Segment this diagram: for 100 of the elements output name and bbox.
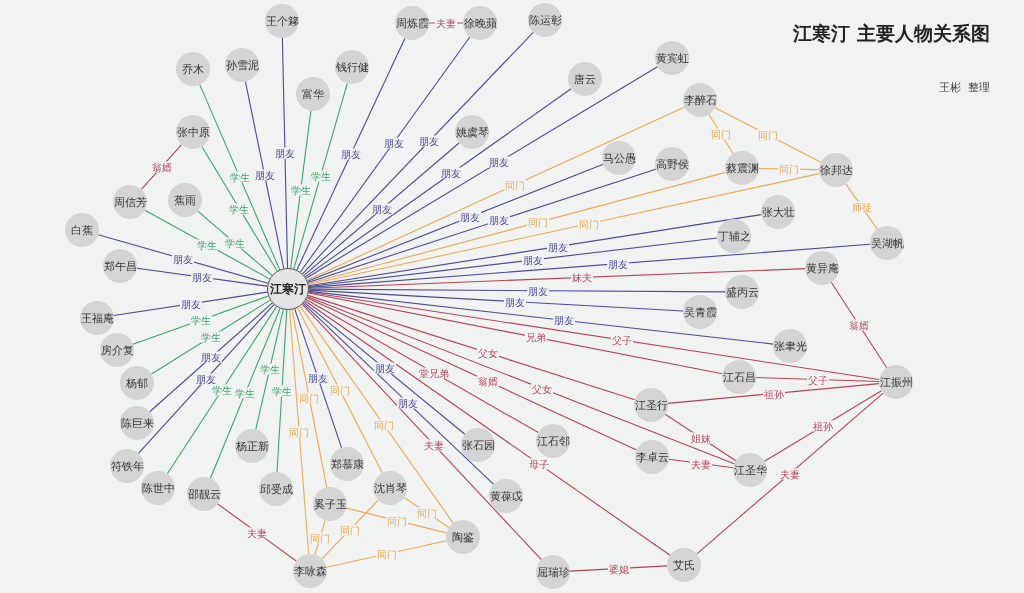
- relation-line: [308, 291, 880, 380]
- edge-label: 翁婿: [848, 319, 870, 331]
- edge-label: 同门: [778, 163, 800, 175]
- name-circle: 周信芳: [113, 185, 147, 219]
- relation-line: [307, 296, 735, 465]
- name-circle: 李咏森: [293, 554, 327, 588]
- edge-label: 同门: [415, 507, 438, 518]
- name-circle: 钱行健: [335, 50, 369, 84]
- relation-line: [299, 36, 471, 273]
- edge-label: 同门: [710, 128, 732, 140]
- relation-line: [150, 299, 271, 375]
- edge-label: 同门: [298, 392, 321, 404]
- edge-label: 堂兄弟: [417, 367, 450, 379]
- name-circle: 江石邻: [536, 424, 570, 458]
- relation-line: [326, 540, 447, 568]
- relation-line: [308, 214, 762, 287]
- name-circle: 富华: [296, 77, 330, 111]
- edge-label: 朋友: [522, 254, 545, 266]
- edge-label: 同门: [375, 548, 398, 560]
- edge-label: 妹夫: [570, 271, 593, 283]
- relation-line: [307, 171, 727, 285]
- name-circle: 陈巨来: [120, 406, 154, 440]
- name-circle: 艾氏: [667, 548, 701, 582]
- name-circle: 唐云: [568, 62, 602, 96]
- edge-label: 朋友: [546, 241, 569, 253]
- name-circle: 符铁年: [110, 449, 144, 483]
- name-circle: 陶鉴: [446, 520, 480, 554]
- name-circle: 黄葆戉: [489, 479, 523, 513]
- edge-label: 朋友: [253, 169, 276, 181]
- name-circle: 张大壮: [761, 195, 795, 229]
- relation-line: [667, 383, 880, 404]
- relation-line: [321, 499, 379, 560]
- name-circle: 高野侯: [655, 147, 689, 181]
- edge-label: 学生: [199, 331, 222, 343]
- relation-line: [301, 303, 542, 561]
- edge-label: 翁婿: [477, 375, 500, 387]
- relation-line: [307, 173, 820, 286]
- edge-label: 学生: [309, 170, 332, 182]
- name-circle: 蔡震渊: [725, 151, 759, 185]
- edge-label: 父子: [611, 334, 634, 346]
- relation-line: [308, 268, 806, 289]
- edge-label: 学生: [189, 314, 212, 326]
- edge-label: 同门: [328, 384, 351, 396]
- edge-label: 学生: [228, 171, 251, 183]
- edge-label: 朋友: [396, 397, 419, 409]
- relation-line: [281, 37, 289, 269]
- edge-label: 学生: [258, 363, 281, 375]
- name-circle: 奚子玉: [313, 487, 347, 521]
- relation-line: [830, 281, 888, 369]
- edge-label: 同门: [757, 129, 779, 141]
- relation-line: [255, 308, 284, 430]
- relation-line: [304, 300, 671, 556]
- edge-label: 翁婿: [150, 161, 173, 173]
- relation-line: [293, 82, 348, 270]
- edge-label: 学生: [224, 237, 246, 249]
- name-circle: 郑午昌: [103, 249, 137, 283]
- relation-line: [297, 307, 383, 474]
- edge-label: 同门: [503, 179, 526, 191]
- relation-line: [302, 302, 495, 485]
- edge-label: 夫妻: [246, 527, 268, 538]
- edge-label: 学生: [196, 239, 219, 251]
- name-circle: 黄异庵: [805, 251, 839, 285]
- relation-line: [199, 84, 281, 271]
- name-circle: 邱受成: [259, 472, 293, 506]
- relation-line: [301, 31, 534, 275]
- edge-label: 朋友: [200, 351, 222, 363]
- edge-label: 朋友: [553, 314, 576, 326]
- relation-line: [345, 507, 448, 534]
- edge-label: 朋友: [307, 372, 330, 384]
- edge-label: 同门: [339, 524, 361, 535]
- edge-label: 朋友: [459, 211, 482, 223]
- name-circle: 丁辅之: [717, 219, 751, 253]
- name-circle: 马公愚: [602, 141, 636, 175]
- relation-line: [166, 306, 278, 475]
- relation-line: [144, 209, 271, 280]
- name-circle: 沈肖琴: [373, 471, 407, 505]
- edge-label: 祖孙: [762, 388, 785, 399]
- relation-line: [209, 307, 281, 479]
- name-circle: 王福庵: [80, 301, 114, 335]
- relation-line: [303, 142, 460, 276]
- relation-line: [755, 377, 880, 382]
- name-circle: 黄宾虹: [655, 41, 689, 75]
- edge-label: 父女: [531, 383, 554, 395]
- edge-label: 师徒: [850, 201, 873, 212]
- relation-line: [308, 292, 723, 375]
- name-circle: 李醉石: [683, 83, 717, 117]
- edge-label: 同门: [373, 419, 396, 431]
- relation-line: [244, 81, 285, 269]
- edge-label: 学生: [228, 203, 251, 215]
- name-circle: 江石昌: [722, 360, 756, 394]
- edge-label: 朋友: [606, 258, 629, 270]
- relation-line: [303, 301, 466, 435]
- name-circle: 白蕉: [65, 213, 99, 247]
- name-circle: 张石园: [461, 428, 495, 462]
- edge-label: 学生: [234, 387, 257, 399]
- name-circle: 李卓云: [635, 440, 669, 474]
- name-circle: 乔木: [176, 52, 210, 86]
- relation-line: [291, 309, 328, 488]
- edge-label: 朋友: [195, 373, 218, 385]
- relation-line: [276, 309, 288, 473]
